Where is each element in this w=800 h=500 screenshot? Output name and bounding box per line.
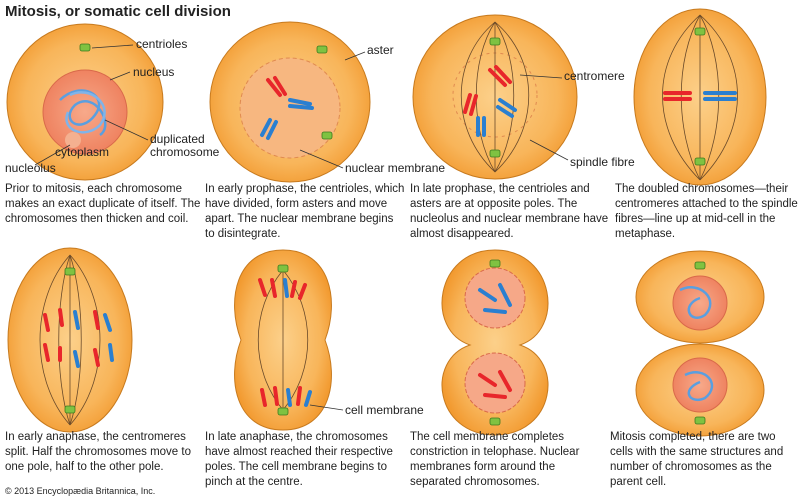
label-centrioles: centrioles bbox=[136, 37, 188, 51]
label-centromere: centromere bbox=[564, 69, 625, 83]
copyright: © 2013 Encyclopædia Britannica, Inc. bbox=[5, 486, 156, 496]
label-nucleus: nucleus bbox=[133, 65, 175, 79]
stage-description: In early anaphase, the centromeres split… bbox=[5, 431, 191, 473]
centriole-icons bbox=[64, 27, 706, 426]
label-spindle-fibre: spindle fibre bbox=[570, 155, 635, 169]
label-aster: aster bbox=[367, 43, 394, 57]
label-nuclear-membrane: nuclear membrane bbox=[345, 161, 446, 175]
label-cytoplasm: cytoplasm bbox=[55, 145, 110, 159]
stage-description: In late prophase, the centrioles and ast… bbox=[410, 183, 609, 240]
stage-description: The doubled chromosomes—their centromere… bbox=[615, 183, 798, 240]
stage-description: Mitosis completed, there are two cells w… bbox=[610, 431, 784, 488]
stage-description: In late anaphase, the chromosomes have a… bbox=[205, 431, 393, 488]
stage-description: The cell membrane completes constriction… bbox=[410, 431, 580, 488]
label-cell-membrane: cell membrane bbox=[345, 403, 424, 417]
stage-description: Prior to mitosis, each chromosome makes … bbox=[5, 183, 201, 225]
page-title: Mitosis, or somatic cell division bbox=[5, 3, 231, 20]
leader-lines bbox=[34, 44, 569, 411]
label-duplicated-chromosome-2: chromosome bbox=[150, 145, 220, 159]
stage-description: In early prophase, the centrioles, which… bbox=[205, 183, 405, 240]
label-duplicated-chromosome-1: duplicated bbox=[150, 132, 205, 146]
label-nucleolus: nucleolus bbox=[5, 161, 56, 175]
